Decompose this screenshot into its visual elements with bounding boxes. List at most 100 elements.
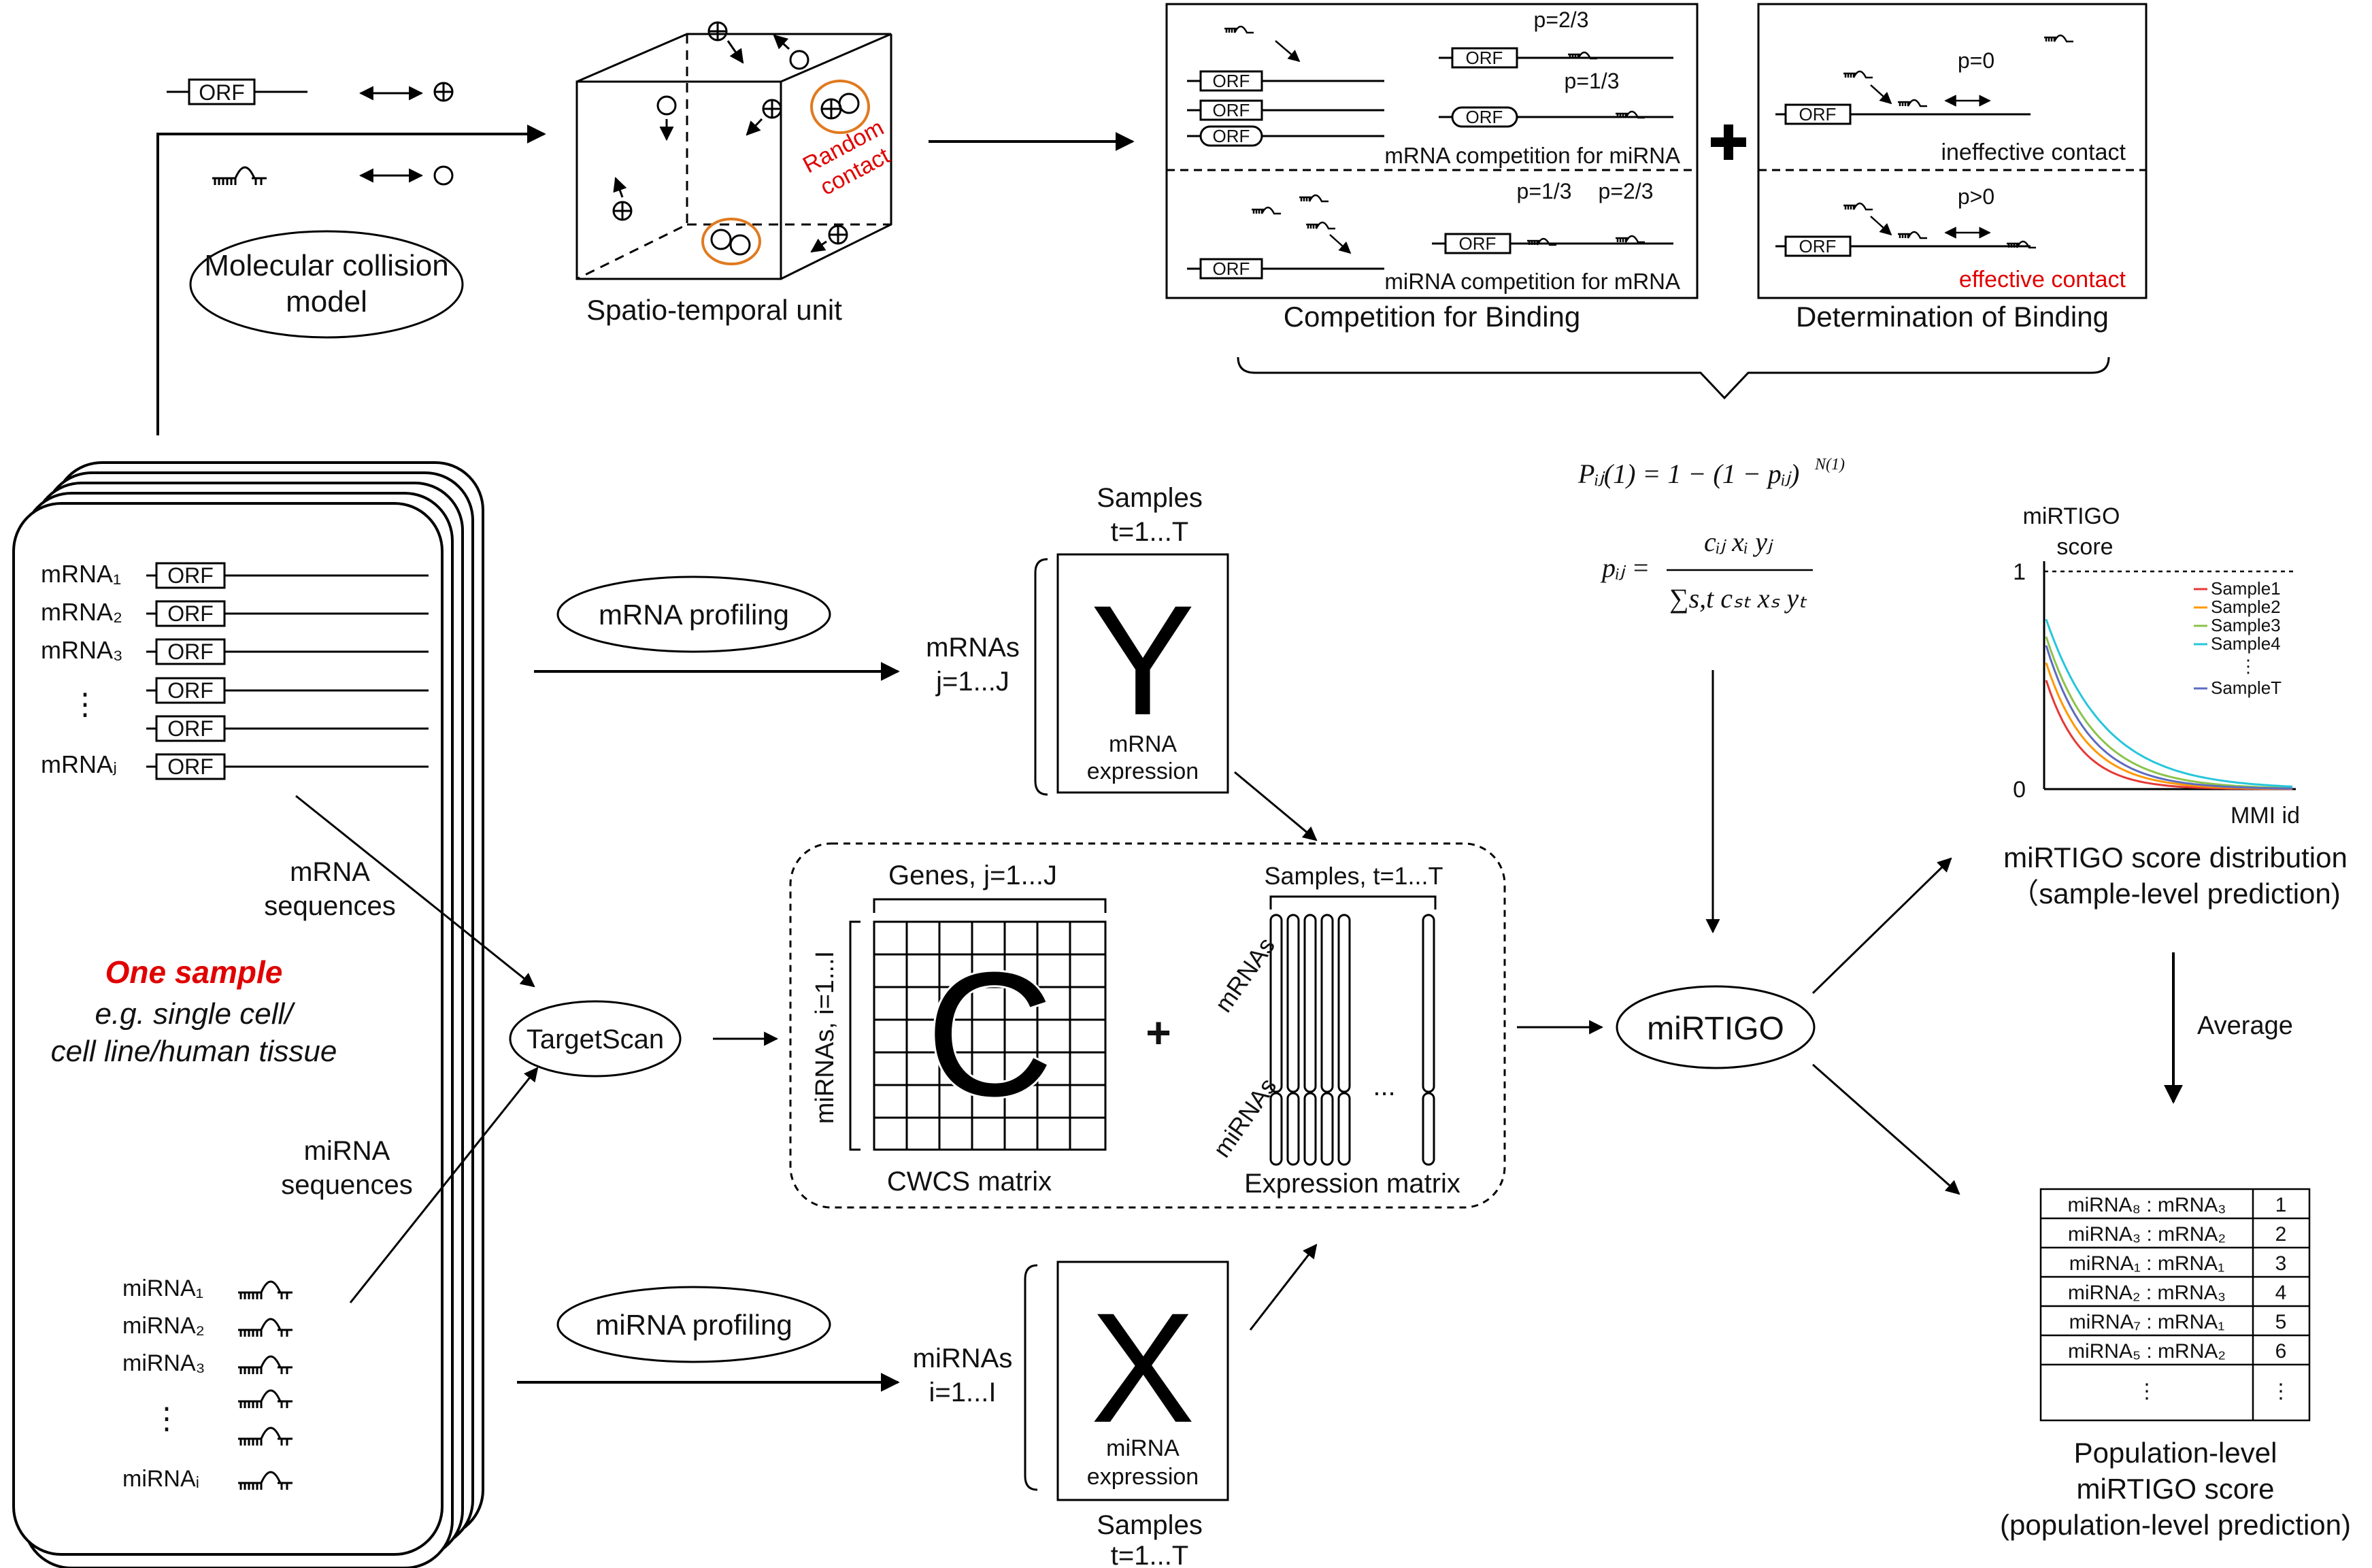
y-sub-1: mRNA	[1109, 731, 1177, 757]
legend-ellipsis: ⋮	[2239, 656, 2257, 676]
x-mirnas-range: i=1...I	[929, 1378, 997, 1407]
cwcs-genes-label: Genes, j=1...J	[888, 861, 1057, 890]
legend-sample3: Sample3	[2211, 615, 2281, 635]
plot-y0-label: 0	[2013, 777, 2026, 803]
one-sample-title: One sample	[105, 954, 283, 990]
score-curve	[2045, 618, 2293, 788]
mrna-profiling-oval	[556, 576, 831, 653]
expr-matrix-label: Expression matrix	[1244, 1169, 1460, 1199]
matrix-dashed-box	[789, 842, 1506, 1209]
mirna-sequences-label-1: miRNA	[304, 1136, 390, 1166]
svg-text:ORF: ORF	[1799, 236, 1837, 256]
plus-sign: +	[1146, 1008, 1171, 1057]
p-greater-zero: p>0	[1958, 184, 1994, 209]
table-caption-1: Population-level	[2074, 1437, 2277, 1469]
plot-ylabel-2: score	[2056, 534, 2113, 560]
svg-text:ORF: ORF	[1466, 107, 1503, 127]
collision-model-oval	[189, 230, 464, 339]
spatio-temporal-unit-label: Spatio-temporal unit	[586, 294, 842, 326]
y-samples-range: t=1...T	[1111, 517, 1189, 547]
table-row-2-pair: miRNA₃ : mRNA₂	[2068, 1223, 2226, 1246]
svg-text:ORF: ORF	[1213, 71, 1250, 91]
top-brace	[1237, 356, 2110, 400]
y-letter: Y	[1090, 573, 1195, 748]
mirna-list: miRNA₁ miRNA₂ miRNA₃ ⋮ miRNAᵢ	[122, 1275, 294, 1492]
table-row-5-rank: 5	[2275, 1311, 2287, 1333]
score-table: miRNA₈ : mRNA₃ 1 miRNA₃ : mRNA₂ 2 miRNA₁…	[2039, 1188, 2311, 1422]
svg-text:ORF: ORF	[1213, 258, 1250, 279]
contact-highlight	[810, 80, 870, 134]
plot-ylabel-1: miRTIGO	[2023, 503, 2120, 529]
top-mirna-row	[211, 165, 454, 186]
mirna-label-1: miRNA₁	[122, 1275, 203, 1301]
mirtigo-label: miRTIGO	[1647, 1011, 1784, 1047]
cwcs-grid	[873, 920, 1107, 1151]
arrow-mirtigo-to-table	[1812, 1063, 1960, 1195]
plot-caption-2: （sample-level prediction)	[2010, 878, 2341, 910]
mirna-label-i: miRNAᵢ	[122, 1466, 199, 1492]
plus-icon	[1711, 124, 1746, 160]
svg-text:ORF: ORF	[167, 563, 214, 588]
y-samples-label: Samples	[1097, 483, 1203, 513]
x-mirnas-label: miRNAs	[913, 1344, 1013, 1373]
cwcs-letter: C	[926, 936, 1054, 1133]
table-row-1-rank: 1	[2275, 1194, 2287, 1216]
contact-highlight	[701, 218, 761, 265]
mrna-label-3: mRNA₃	[41, 636, 123, 664]
mrna-label-j: mRNAⱼ	[41, 750, 117, 778]
x-sub-2: expression	[1087, 1464, 1199, 1490]
arrow-y-to-box	[1234, 771, 1318, 841]
mirna-ellipsis: ⋮	[152, 1402, 182, 1435]
y-mrnas-range: j=1...J	[935, 667, 1009, 697]
plot-curves	[2045, 618, 2293, 790]
p-zero: p=0	[1958, 48, 1994, 73]
mrna-ellipsis: ⋮	[70, 688, 100, 721]
p-one-third-a: p=1/3	[1565, 69, 1620, 93]
determination-caption: Determination of Binding	[1796, 301, 2109, 333]
p-one-third-b: p=1/3	[1517, 179, 1572, 203]
top-orf-row: ORF	[167, 78, 454, 105]
y-mrnas-label: mRNAs	[926, 633, 1020, 663]
arrow-x-to-box	[1249, 1244, 1318, 1331]
mrna-profiling-label: mRNA profiling	[599, 599, 789, 631]
sample-desc-1: e.g. single cell/	[95, 997, 295, 1031]
score-curve	[2045, 645, 2293, 790]
formula-numerator: cᵢⱼ xᵢ yⱼ	[1704, 527, 1773, 557]
formula-line1-sup: N(1)	[1814, 456, 1845, 473]
mirna-label-2: miRNA₂	[122, 1313, 205, 1339]
y-left-bracket	[1034, 558, 1048, 796]
x-letter: X	[1090, 1280, 1195, 1455]
targetscan-label: TargetScan	[527, 1024, 664, 1054]
legend-samplet: SampleT	[2211, 678, 2282, 698]
svg-text:ORF: ORF	[167, 639, 214, 664]
svg-text:ORF: ORF	[1459, 233, 1497, 254]
mirna-competition-label: miRNA competition for mRNA	[1384, 269, 1680, 294]
svg-text:ORF: ORF	[1213, 126, 1250, 146]
formula: Pᵢⱼ(1) = 1 − (1 − pᵢⱼ) N(1) pᵢⱼ = cᵢⱼ xᵢ…	[1577, 456, 1845, 614]
table-row-4-pair: miRNA₂ : mRNA₃	[2068, 1282, 2226, 1304]
legend-sample2: Sample2	[2211, 597, 2281, 617]
mrna-label-2: mRNA₂	[41, 598, 122, 626]
table-caption-2: miRTIGO score	[2077, 1473, 2275, 1505]
circle-icon	[433, 165, 454, 186]
sample-desc-2: cell line/human tissue	[51, 1035, 337, 1068]
cwcs-left-bracket	[849, 920, 861, 1151]
spatio-temporal-cube	[575, 33, 892, 280]
mirna-glyph-icon	[211, 166, 268, 186]
formula-denominator: ∑s,t cₛₜ xₛ yₜ	[1669, 583, 1807, 614]
average-label: Average	[2197, 1012, 2293, 1040]
targetscan-oval	[509, 1000, 682, 1078]
cwcs-top-bracket	[873, 898, 1107, 913]
table-row-4-rank: 4	[2275, 1282, 2287, 1304]
plot-caption-1: miRTIGO score distribution	[2003, 841, 2348, 873]
cwcs-mirnas-label: miRNAs, i=1...I	[811, 951, 839, 1124]
svg-text:ORF: ORF	[1466, 48, 1503, 68]
collision-model-label-1: Molecular collision	[204, 249, 448, 282]
expr-top-bracket	[1269, 895, 1437, 910]
svg-text:ORF: ORF	[167, 678, 214, 703]
mirna-label-3: miRNA₃	[122, 1350, 205, 1376]
legend-sample1: Sample1	[2211, 578, 2281, 599]
mrna-sequences-label-1: mRNA	[290, 857, 370, 887]
expr-samples-label: Samples, t=1...T	[1264, 862, 1443, 890]
plot-legend: Sample1 Sample2 Sample3 Sample4 ⋮ Sample…	[2194, 578, 2282, 698]
